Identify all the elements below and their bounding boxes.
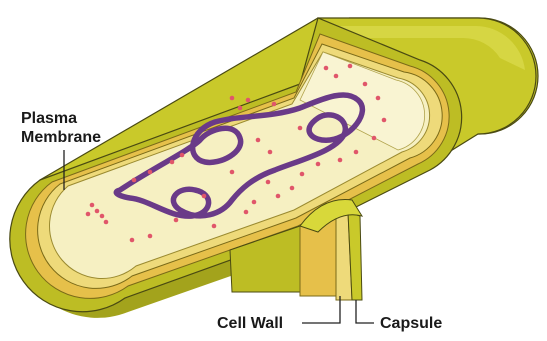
plasma-membrane-label-line1: Plasma bbox=[21, 109, 101, 128]
capsule-label: Capsule bbox=[380, 314, 442, 333]
cell-wall-label: Cell Wall bbox=[217, 314, 283, 333]
capsule-leader bbox=[356, 300, 374, 323]
plasma-membrane-label-line2: Membrane bbox=[21, 128, 101, 147]
plasma-membrane-label: Plasma Membrane bbox=[21, 109, 101, 147]
cell-wall-leader bbox=[302, 296, 340, 323]
